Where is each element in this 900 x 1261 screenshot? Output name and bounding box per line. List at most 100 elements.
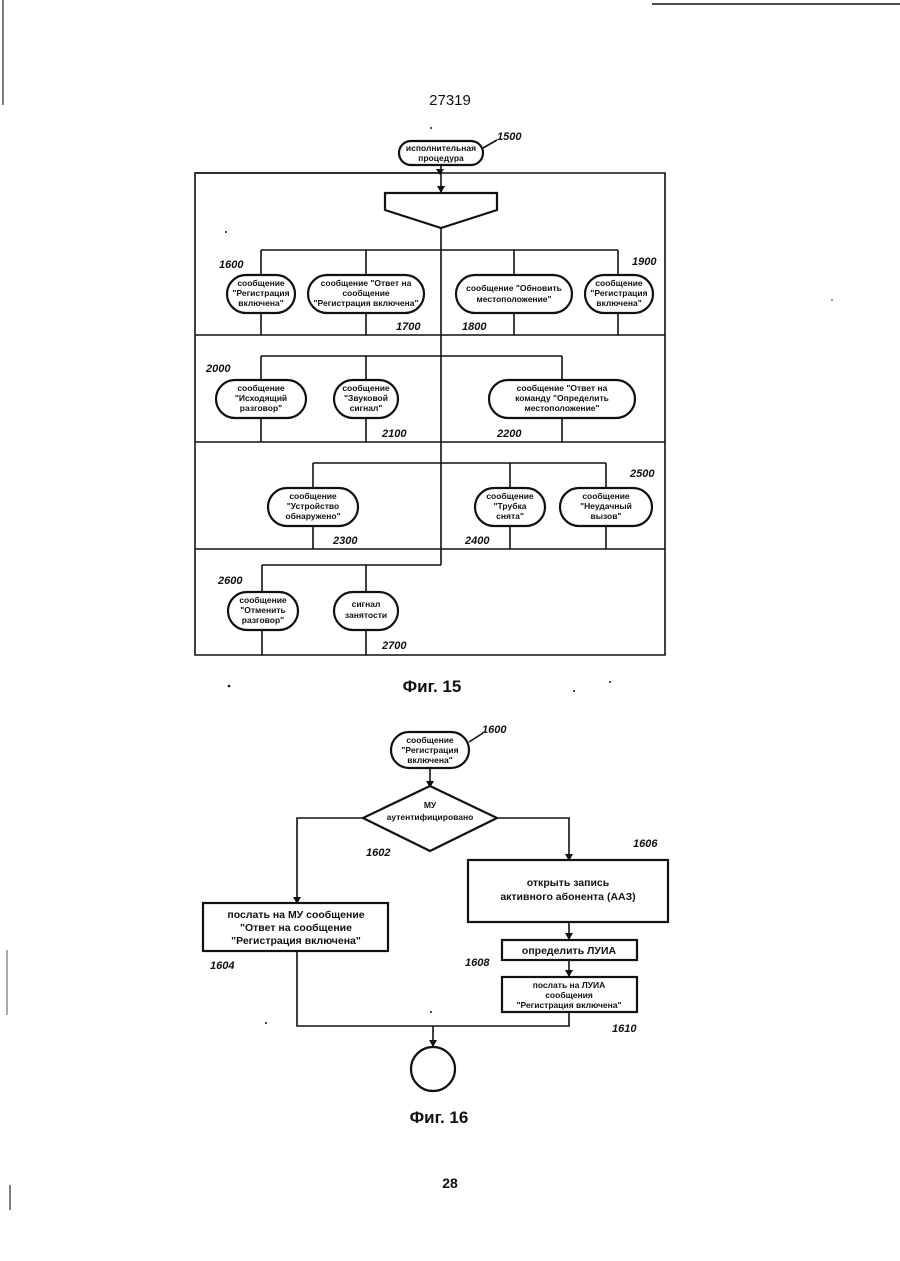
- box-1604-ref: 1604: [210, 960, 234, 972]
- fig16-decision-line-2: аутентифицировано: [387, 812, 474, 822]
- fig16-box-1606: открыть запись активного абонента (ААЗ) …: [468, 838, 668, 922]
- node-1900-ref: 1900: [632, 256, 657, 268]
- node-1700-line-1: сообщение "Ответ на: [321, 278, 412, 288]
- node-2300-ref: 2300: [332, 535, 358, 547]
- fig15-row4-returns: [262, 630, 366, 655]
- fig15-node-1600: сообщение "Регистрация включена" 1600: [219, 259, 295, 313]
- fig16-decision-line-1: МУ: [424, 800, 437, 810]
- fig16-box-1604: послать на МУ сообщение "Ответ на сообще…: [203, 903, 388, 972]
- node-2600-line-2: "Отменить: [240, 605, 286, 615]
- box-1610-line-1: послать на ЛУИА: [533, 980, 606, 990]
- fig16-branch-right: [497, 818, 569, 860]
- node-2000-line-1: сообщение: [237, 383, 285, 393]
- node-2500-line-2: "Неудачный: [580, 501, 632, 511]
- fig15-node-2500: сообщение "Неудачный вызов" 2500: [560, 468, 655, 526]
- node-2500-line-3: вызов": [591, 511, 622, 521]
- box-1608-ref: 1608: [465, 957, 490, 969]
- node-2400-line-2: "Трубка: [494, 501, 527, 511]
- fig16-start-node: сообщение "Регистрация включена" 1600: [391, 724, 507, 768]
- fig15-start-ref: 1500: [497, 131, 522, 143]
- box-1604-line-3: "Регистрация включена": [231, 935, 361, 947]
- node-2400-line-3: снята": [496, 511, 524, 521]
- scan-speck: [831, 299, 833, 301]
- box-1610-ref: 1610: [612, 1023, 637, 1035]
- fig15-node-1900: сообщение "Регистрация включена" 1900: [585, 256, 657, 313]
- node-1600-ref: 1600: [219, 259, 244, 271]
- node-2200-line-3: местоположение": [524, 403, 599, 413]
- box-1606-ref: 1606: [633, 838, 658, 850]
- box-1610-line-2: сообщения: [545, 990, 593, 1000]
- box-1604-line-1: послать на МУ сообщение: [227, 909, 364, 921]
- fig15-node-2700: сигнал занятости 2700: [334, 592, 407, 652]
- box-1608-line-1: определить ЛУИА: [522, 945, 617, 957]
- node-2300-line-2: "Устройство: [287, 501, 339, 511]
- fig15-start-leader: [483, 140, 497, 148]
- node-2300-line-3: обнаружено": [285, 511, 340, 521]
- box-1606-line-1: открыть запись: [527, 877, 610, 889]
- fig15-start-node: исполнительная процедура 1500: [399, 131, 522, 165]
- fig15-caption: Фиг. 15: [403, 677, 462, 696]
- fig15-row1-returns: [261, 313, 618, 335]
- fig16-end-connector: [411, 1047, 455, 1091]
- node-1700-line-2: сообщение: [342, 288, 390, 298]
- box-1606-line-2: активного абонента (ААЗ): [500, 891, 635, 903]
- node-2100-line-1: сообщение: [342, 383, 390, 393]
- node-2200-line-1: сообщение "Ответ на: [517, 383, 608, 393]
- node-2000-line-2: "Исходящий: [235, 393, 287, 403]
- fig16-decision-ref: 1602: [366, 847, 390, 859]
- node-1900-line-2: "Регистрация: [590, 288, 647, 298]
- node-2600-ref: 2600: [217, 575, 243, 587]
- scan-speck: [573, 690, 575, 692]
- node-1800-ref: 1800: [462, 321, 487, 333]
- fig15-switch-node: [385, 193, 497, 228]
- box-1610-line-3: "Регистрация включена": [516, 1000, 621, 1010]
- fig15-node-2600: сообщение "Отменить разговор" 2600: [217, 575, 298, 630]
- fig15-node-2100: сообщение "Звуковой сигнал" 2100: [334, 380, 407, 440]
- page-number: 28: [0, 1175, 900, 1191]
- node-1600-line-1: сообщение: [237, 278, 285, 288]
- node-2700-line-1: сигнал: [352, 599, 381, 609]
- fig16-start-line-1: сообщение: [406, 735, 454, 745]
- node-2100-line-3: сигнал": [350, 403, 383, 413]
- node-2100-line-2: "Звуковой: [344, 393, 388, 403]
- node-1700-line-3: "Регистрация включена": [313, 298, 418, 308]
- node-2200-line-2: команду "Определить: [515, 393, 609, 403]
- scan-speck: [225, 231, 227, 233]
- fig16-start-line-2: "Регистрация: [401, 745, 458, 755]
- node-2700-line-2: занятости: [345, 610, 387, 620]
- fig16-decision: МУ аутентифицировано 1602: [363, 786, 497, 859]
- node-2300-line-1: сообщение: [289, 491, 337, 501]
- fig15-node-2000: сообщение "Исходящий разговор" 2000: [205, 363, 306, 418]
- fig16-start-leader: [469, 733, 483, 742]
- fig15-start-line-1: исполнительная: [406, 143, 476, 153]
- figure-16: сообщение "Регистрация включена" 1600 МУ…: [203, 724, 668, 1127]
- fig15-start-line-2: процедура: [418, 153, 464, 163]
- node-2200-ref: 2200: [496, 428, 522, 440]
- node-2500-line-1: сообщение: [582, 491, 630, 501]
- node-2400-line-1: сообщение: [486, 491, 534, 501]
- fig15-loop-arrow: [436, 169, 444, 175]
- node-1700-ref: 1700: [396, 321, 421, 333]
- node-2100-ref: 2100: [381, 428, 407, 440]
- node-2400-ref: 2400: [464, 535, 490, 547]
- fig16-branch-left: [297, 818, 363, 903]
- node-2600-line-1: сообщение: [239, 595, 287, 605]
- node-1800-line-2: местоположение": [476, 294, 551, 304]
- fig15-node-2400: сообщение "Трубка снята" 2400: [464, 488, 545, 547]
- node-1900-line-3: включена": [596, 298, 641, 308]
- fig16-caption: Фиг. 16: [410, 1108, 469, 1127]
- node-2600-line-3: разговор": [242, 615, 284, 625]
- node-1600-line-2: "Регистрация: [232, 288, 289, 298]
- fig16-start-ref: 1600: [482, 724, 507, 736]
- figure-15: исполнительная процедура 1500 сообщение …: [195, 131, 665, 696]
- fig16-box-1608: определить ЛУИА 1608: [465, 940, 637, 969]
- scan-speck: [430, 127, 432, 129]
- box-1604-line-2: "Ответ на сообщение: [240, 922, 352, 934]
- scan-speck: [430, 1011, 432, 1013]
- scan-speck: [228, 685, 231, 688]
- node-1600-line-3: включена": [238, 298, 283, 308]
- scan-speck: [265, 1022, 267, 1024]
- scan-speck: [609, 681, 611, 683]
- node-2000-ref: 2000: [205, 363, 231, 375]
